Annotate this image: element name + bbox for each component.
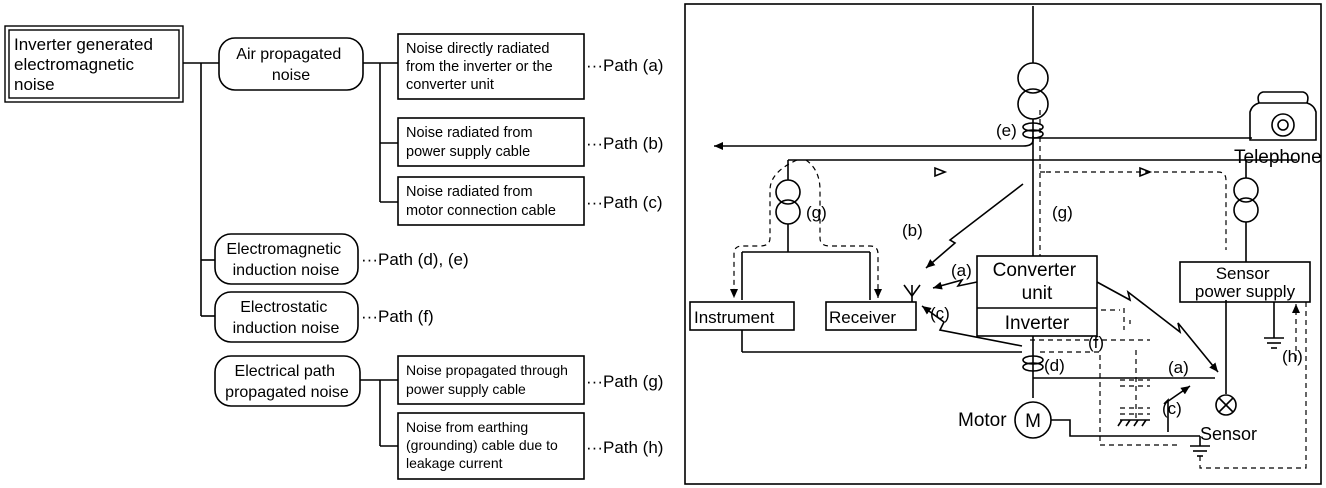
- converter-label: Converter unit: [993, 260, 1082, 304]
- svg-text:Electrostatic inductio: Electrostatic induction noise: [233, 299, 340, 337]
- svg-text:Electrical path propag: Electrical path propagated noise: [225, 363, 349, 401]
- svg-text:Air propagated noise: Air propagated noise: [236, 46, 345, 84]
- converter-inverter-box: [976, 255, 1098, 337]
- antenna-icon: [903, 284, 921, 302]
- svg-text:Noise radiated from mo: Noise radiated from motor connection cab…: [406, 184, 556, 219]
- noise-a-box: Noise directly radiated from the inverte…: [397, 33, 585, 100]
- noise-path-schematic: Telephone (e) (g) (g) Instrument: [684, 3, 1322, 485]
- noise-g-box: Noise propagated through power supply ca…: [397, 355, 585, 405]
- air-propagated-box: Air propagated noise: [218, 37, 364, 91]
- inverter-label: Inverter: [1005, 313, 1070, 334]
- root-label: Inverter generated electromagnetic noise: [14, 35, 158, 94]
- label-a2: (a): [1168, 358, 1189, 377]
- electromagnetic-induction-box: Electromagnetic induction noise: [214, 233, 359, 285]
- label-c1: (c): [930, 304, 950, 323]
- path-de-label: ···Path (d), (e): [361, 250, 469, 269]
- path-g-label: ···Path (g): [586, 372, 663, 391]
- svg-text:Noise from earthing (g: Noise from earthing (grounding) cable du…: [406, 419, 562, 471]
- schematic-frame: [684, 3, 1322, 485]
- label-e: (e): [996, 121, 1017, 140]
- sensor-icon: [1215, 394, 1237, 416]
- sensor-power-supply-box: [1179, 261, 1311, 303]
- path-a-label: ···Path (a): [586, 56, 663, 75]
- svg-text:Electromagnetic induct: Electromagnetic induction noise: [226, 241, 345, 279]
- label-g2: (g): [1052, 203, 1073, 222]
- electrostatic-induction-box: Electrostatic induction noise: [214, 291, 359, 343]
- label-g1: (g): [806, 203, 827, 222]
- noise-b-box: Noise radiated from power supply cable: [397, 117, 585, 167]
- path-c-label: ···Path (c): [586, 193, 663, 212]
- svg-text:Noise propagated through: Noise propagated through power supply ca…: [406, 362, 572, 397]
- path-h-label: ···Path (h): [586, 438, 663, 457]
- noise-classification-tree: Inverter generated electromagnetic noise…: [4, 25, 663, 480]
- label-b: (b): [902, 221, 923, 240]
- sensor-label: Sensor: [1200, 424, 1257, 444]
- noise-c-box: Noise radiated from motor connection cab…: [397, 176, 585, 226]
- sensor-power-supply-label: Sensor power supply: [1195, 264, 1296, 301]
- svg-text:Noise radiated from po: Noise radiated from power supply cable: [406, 125, 537, 160]
- label-h: (h): [1282, 347, 1303, 366]
- label-f: (f): [1088, 333, 1104, 352]
- path-f-label: ···Path (f): [361, 307, 434, 326]
- receiver-label: Receiver: [829, 308, 896, 327]
- root-box: Inverter generated electromagnetic noise: [4, 25, 184, 103]
- instrument-label: Instrument: [694, 308, 775, 327]
- motor-label: Motor: [958, 410, 1007, 431]
- telephone-label: Telephone: [1234, 147, 1322, 168]
- label-d: (d): [1044, 356, 1065, 375]
- noise-h-box: Noise from earthing (grounding) cable du…: [397, 412, 585, 480]
- label-a1: (a): [951, 261, 972, 280]
- svg-text:Noise directly radiated: Noise directly radiated from the inverte…: [406, 41, 557, 93]
- receiver-box: [825, 301, 917, 331]
- path-b-label: ···Path (b): [586, 134, 663, 153]
- electrical-path-box: Electrical path propagated noise: [214, 355, 361, 407]
- label-c2: (c): [1162, 399, 1182, 418]
- telephone-icon: [1249, 91, 1317, 141]
- motor-symbol: M: [1025, 411, 1041, 432]
